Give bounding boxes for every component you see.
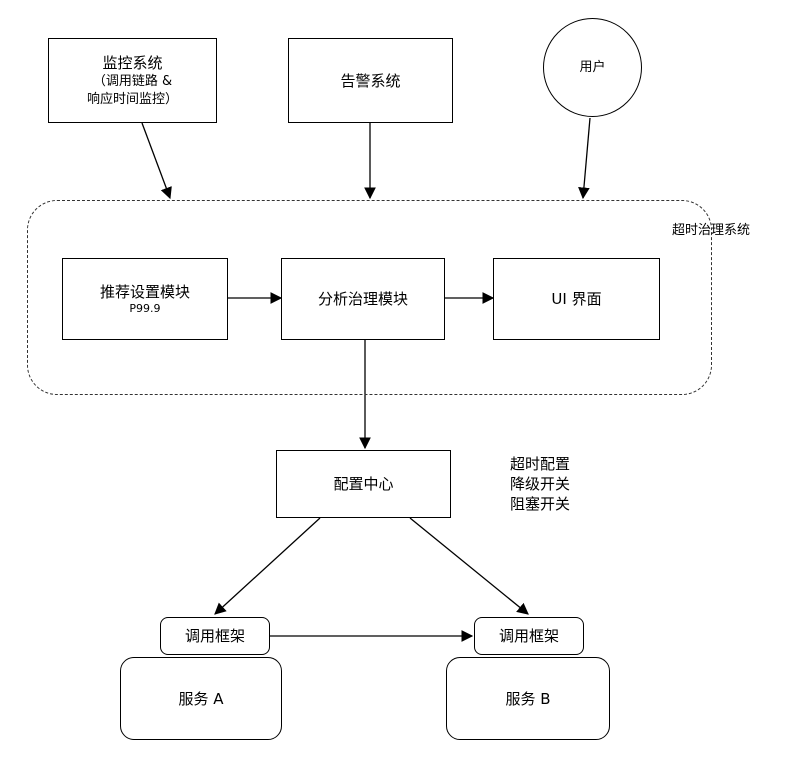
- monitor-system-sub2: 响应时间监控）: [86, 91, 178, 107]
- edge-monitor-to-system: [141, 122, 172, 200]
- recommend-module-node: 推荐设置模块 P99.9: [62, 258, 228, 340]
- edge-user-to-system: [578, 117, 591, 200]
- user-title: 用户: [579, 59, 606, 75]
- monitor-system-node: 监控系统 （调用链路 & 响应时间监控）: [48, 38, 217, 123]
- recommend-module-sub: P99.9: [129, 302, 161, 315]
- monitor-system-title: 监控系统: [102, 53, 163, 72]
- alert-system-title: 告警系统: [340, 71, 401, 90]
- service-a-node: 服务 A: [120, 657, 282, 740]
- monitor-system-sub1: （调用链路 &: [92, 73, 173, 89]
- config-item: 阻塞开关: [510, 495, 571, 513]
- timeout-governance-group: [27, 200, 712, 395]
- analysis-module-title: 分析治理模块: [317, 290, 408, 308]
- edge-config-to-framework-a: [214, 517, 321, 615]
- alert-system-node: 告警系统: [288, 38, 453, 123]
- ui-node: UI 界面: [493, 258, 660, 340]
- framework-a-title: 调用框架: [184, 627, 245, 645]
- edge-config-to-framework-b: [409, 517, 529, 615]
- config-items-list: 超时配置 降级开关 阻塞开关: [510, 454, 570, 514]
- recommend-module-title: 推荐设置模块: [99, 283, 190, 301]
- config-item: 超时配置: [510, 455, 571, 473]
- ui-title: UI 界面: [551, 290, 602, 308]
- service-b-node: 服务 B: [446, 657, 610, 740]
- framework-a-node: 调用框架: [160, 617, 270, 655]
- config-item: 降级开关: [510, 475, 571, 493]
- config-center-node: 配置中心: [276, 450, 451, 518]
- service-a-title: 服务 A: [178, 689, 224, 708]
- framework-b-node: 调用框架: [474, 617, 584, 655]
- framework-b-title: 调用框架: [498, 627, 559, 645]
- group-label: 超时治理系统: [672, 223, 751, 238]
- user-node: 用户: [543, 18, 642, 117]
- service-b-title: 服务 B: [505, 689, 551, 708]
- analysis-module-node: 分析治理模块: [281, 258, 445, 340]
- config-center-title: 配置中心: [333, 475, 394, 493]
